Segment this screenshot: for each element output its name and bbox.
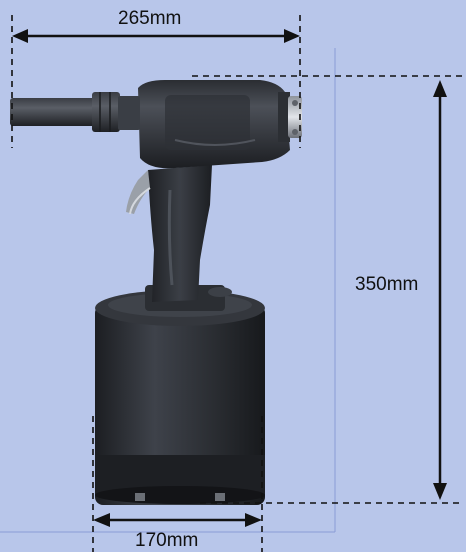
length-arrowhead-right xyxy=(284,29,300,43)
height-arrowhead-top xyxy=(433,80,447,97)
height-dimension-label: 350mm xyxy=(355,274,419,295)
base-arrowhead-left xyxy=(93,513,110,527)
dimension-lines xyxy=(11,15,462,552)
trigger xyxy=(126,170,150,214)
tool-head-housing xyxy=(138,80,290,169)
rear-end-cap xyxy=(278,92,302,142)
base-arrowhead-right xyxy=(245,513,262,527)
base-width-dimension-label: 170mm xyxy=(135,530,199,551)
length-dimension-label: 265mm xyxy=(118,8,182,29)
rivet-tool-illustration xyxy=(10,80,302,505)
height-arrowhead-bottom xyxy=(433,483,447,500)
pistol-grip xyxy=(148,165,212,302)
nose-barrel xyxy=(10,92,140,132)
length-arrowhead-left xyxy=(12,29,28,43)
canister-base xyxy=(95,290,265,505)
dimension-arrowheads xyxy=(12,29,447,527)
